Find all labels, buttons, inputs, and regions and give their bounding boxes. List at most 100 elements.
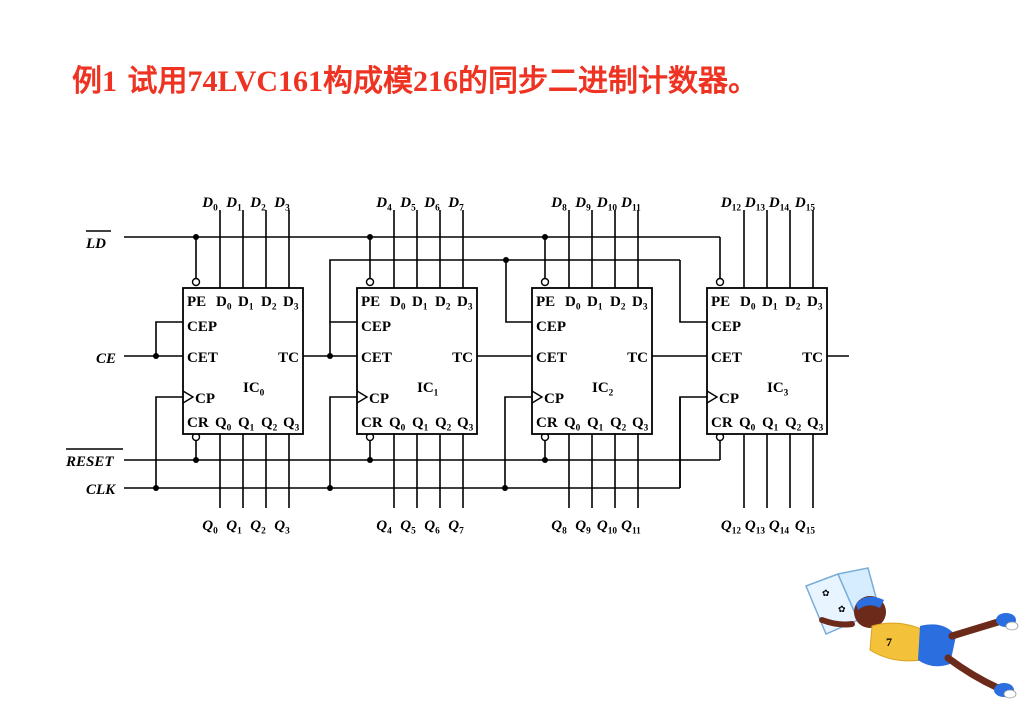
- q-pin-label: Q1: [587, 415, 604, 433]
- pe-pin-label: PE: [536, 294, 555, 310]
- external-d-label: D5: [399, 195, 416, 213]
- external-q-label: Q11: [621, 518, 641, 536]
- external-d-label: D1: [225, 195, 242, 213]
- pe-pin-label: PE: [187, 294, 206, 310]
- q-pin-label: Q2: [785, 415, 802, 433]
- external-d-label: D13: [744, 195, 765, 213]
- external-d-label: D0: [201, 195, 218, 213]
- cp-pin-label: CP: [544, 391, 564, 407]
- d-pin-label: D0: [565, 294, 581, 312]
- d-pin-label: D2: [785, 294, 801, 312]
- tc0-to-top: [329, 259, 506, 322]
- cp-pin-label: CP: [369, 391, 389, 407]
- external-d-label: D7: [447, 195, 464, 213]
- d-pin-label: D1: [587, 294, 603, 312]
- inversion-bubble: [191, 277, 201, 287]
- external-q-label: Q4: [376, 518, 392, 536]
- external-d-label: D12: [720, 195, 741, 213]
- d-pin-label: D2: [435, 294, 451, 312]
- clock-triangle-icon: [706, 390, 719, 404]
- q-pin-label: Q3: [283, 415, 300, 433]
- d-pin-label: D1: [238, 294, 254, 312]
- q-pin-label: Q0: [389, 415, 406, 433]
- title-part3: 的同步二进制计数器。: [458, 64, 759, 99]
- svg-text:✿: ✿: [838, 604, 846, 614]
- svg-text:7: 7: [886, 635, 892, 649]
- clk-to-cp: [504, 396, 532, 488]
- cep-pin-label: CEP: [361, 319, 391, 335]
- chip-name-label: IC2: [592, 380, 614, 398]
- chip-body: [706, 287, 828, 435]
- d-pin-label: D2: [261, 294, 277, 312]
- ld-label: LD: [85, 236, 106, 252]
- ce-to-cep0: [155, 321, 183, 356]
- q-pin-label: Q1: [412, 415, 429, 433]
- external-d-label: D11: [620, 195, 641, 213]
- slide-title: 例1 试用74LVC161构成模216的同步二进制计数器。: [72, 56, 758, 100]
- cr-pin-label: CR: [187, 415, 209, 431]
- ce-label: CE: [96, 351, 116, 367]
- tc0-to-cep1: [329, 321, 357, 356]
- top-to-cep3: [679, 260, 707, 323]
- pe-pin-label: PE: [361, 294, 380, 310]
- external-d-label: D4: [375, 195, 392, 213]
- external-d-label: D9: [574, 195, 591, 213]
- clk-to-cp: [679, 396, 707, 488]
- external-q-label: Q1: [226, 518, 242, 536]
- external-q-label: Q3: [274, 518, 290, 536]
- chip-body: [356, 287, 478, 435]
- cp-pin-label: CP: [195, 391, 215, 407]
- external-q-label: Q12: [721, 518, 741, 536]
- q-pin-label: Q2: [610, 415, 627, 433]
- cet-pin-label: CET: [187, 350, 218, 366]
- q-pin-label: Q1: [238, 415, 255, 433]
- title-modulus: 216: [413, 65, 459, 98]
- d-pin-label: D1: [762, 294, 778, 312]
- external-d-label: D8: [550, 195, 567, 213]
- reset-label: RESET: [65, 454, 114, 470]
- external-q-label: Q6: [424, 518, 440, 536]
- clock-triangle-icon: [531, 390, 544, 404]
- q-pin-label: Q0: [215, 415, 232, 433]
- chip-name-label: IC0: [243, 380, 265, 398]
- circuit-wires: [124, 234, 849, 491]
- q-pin-label: Q3: [632, 415, 649, 433]
- chip-body: [531, 287, 653, 435]
- clk-to-cp: [329, 396, 357, 488]
- top-to-cep2: [505, 260, 532, 323]
- d-pin-label: D3: [807, 294, 823, 312]
- cp-pin-label: CP: [719, 391, 739, 407]
- pe-pin-label: PE: [711, 294, 730, 310]
- svg-text:✿: ✿: [822, 588, 830, 598]
- tc-pin-label: TC: [452, 350, 473, 366]
- external-q-label: Q2: [250, 518, 266, 536]
- chip-name-label: IC3: [767, 380, 789, 398]
- cep-pin-label: CEP: [711, 319, 741, 335]
- clk-to-cp: [155, 396, 183, 488]
- d-pin-label: D3: [632, 294, 648, 312]
- d-pin-label: D1: [412, 294, 428, 312]
- external-d-label: D15: [794, 195, 815, 213]
- cet-pin-label: CET: [361, 350, 392, 366]
- clk-label: CLK: [86, 482, 116, 498]
- inversion-bubble: [365, 277, 375, 287]
- external-q-label: Q7: [448, 518, 464, 536]
- d-pin-label: D3: [283, 294, 299, 312]
- tc-pin-label: TC: [278, 350, 299, 366]
- external-q-label: Q14: [769, 518, 789, 536]
- q-pin-label: Q1: [762, 415, 779, 433]
- q-pin-label: Q2: [261, 415, 278, 433]
- tc-pin-label: TC: [627, 350, 648, 366]
- title-part1: 试用: [117, 64, 188, 99]
- q-pin-label: Q0: [564, 415, 581, 433]
- external-d-label: D2: [249, 195, 266, 213]
- d-pin-label: D0: [390, 294, 406, 312]
- d-pin-label: D0: [216, 294, 232, 312]
- external-q-label: Q5: [400, 518, 416, 536]
- external-d-label: D3: [273, 195, 290, 213]
